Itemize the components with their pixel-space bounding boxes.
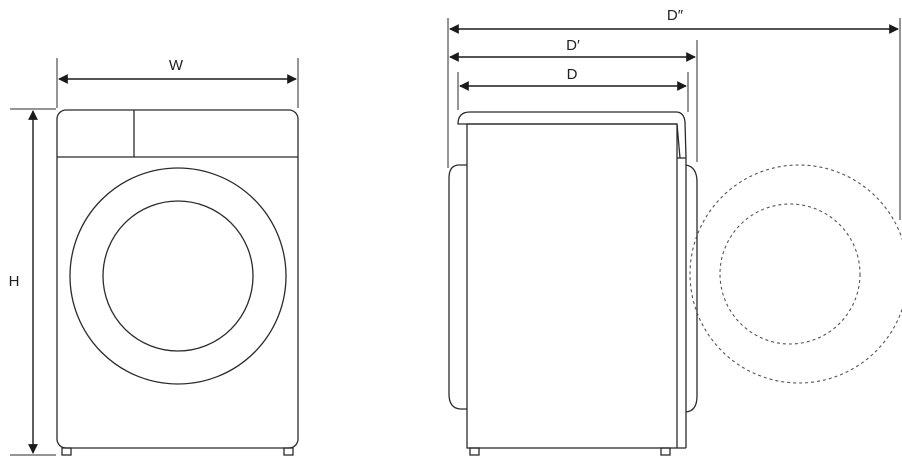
washer-front-cabinet bbox=[56, 109, 299, 449]
door-glass bbox=[102, 200, 254, 352]
side-foot-front bbox=[660, 447, 671, 456]
front-foot-left bbox=[61, 447, 72, 456]
depth-label: D bbox=[567, 66, 578, 83]
door-outer-ring bbox=[69, 167, 287, 385]
open-door-outer-dashed bbox=[689, 164, 902, 384]
front-view: W H bbox=[9, 57, 299, 456]
depth-door-label: D′ bbox=[566, 37, 580, 54]
side-cabinet-body bbox=[466, 123, 678, 449]
side-view: D″ D′ D bbox=[447, 7, 902, 456]
height-label: H bbox=[9, 273, 20, 290]
width-label: W bbox=[169, 57, 184, 74]
front-foot-right bbox=[283, 447, 294, 456]
side-top-panel bbox=[457, 111, 687, 159]
open-door-inner-dashed bbox=[719, 203, 861, 345]
side-door-closed bbox=[685, 164, 698, 413]
depth-open-label: D″ bbox=[667, 7, 684, 24]
side-foot-rear bbox=[469, 447, 480, 456]
side-rear-panel bbox=[448, 164, 467, 410]
